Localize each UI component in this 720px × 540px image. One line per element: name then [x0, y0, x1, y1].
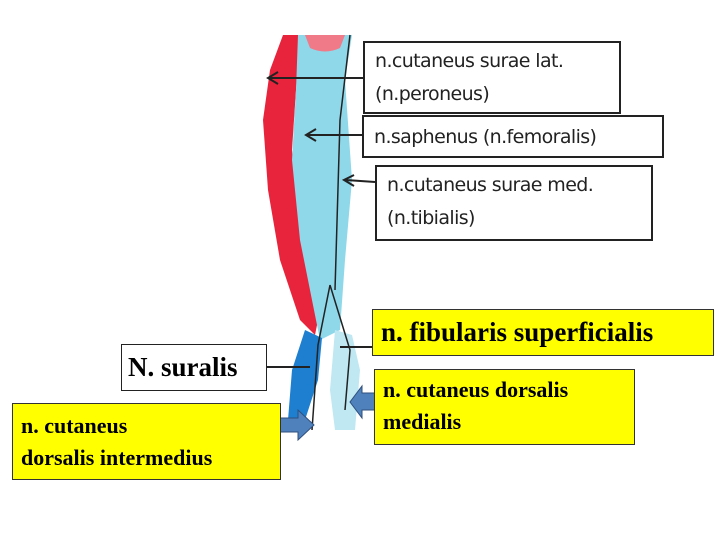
label-line: (n.peroneus)	[375, 83, 490, 105]
label-cutaneus-dorsalis-medialis: n. cutaneus dorsalis medialis	[374, 369, 635, 445]
label-line: (n.tibialis)	[387, 207, 475, 229]
foot-cyan	[330, 330, 360, 430]
cyan-zone	[292, 35, 352, 340]
label-cutaneus-dorsalis-intermedius: n. cutaneus dorsalis intermedius	[12, 403, 281, 480]
label-saphenus: n.saphenus (n.femoralis)	[362, 115, 664, 158]
label-line: n.cutaneus surae lat.	[375, 50, 564, 72]
label-suralis: N. suralis	[121, 344, 267, 391]
label-cutaneus-surae-lat: n.cutaneus surae lat. (n.peroneus)	[363, 41, 621, 114]
pointer-med	[341, 174, 376, 187]
label-line: n.cutaneus surae med.	[387, 174, 594, 196]
label-line: n. cutaneus dorsalis	[383, 377, 569, 402]
label-line: dorsalis intermedius	[21, 445, 213, 470]
label-line: medialis	[383, 409, 462, 434]
arrow-medialis-icon	[349, 384, 376, 420]
foot-outline	[311, 34, 351, 431]
label-fibularis-superficialis: n. fibularis superficialis	[372, 309, 714, 356]
label-cutaneus-surae-med: n.cutaneus surae med. (n.tibialis)	[375, 165, 653, 241]
pointer-lat	[266, 71, 363, 85]
arrow-intermedius-icon	[279, 408, 315, 442]
pointer-saphenus	[304, 128, 362, 142]
knee-pink	[305, 35, 345, 52]
label-line: n. cutaneus	[21, 413, 128, 438]
blue-zone	[288, 330, 322, 420]
